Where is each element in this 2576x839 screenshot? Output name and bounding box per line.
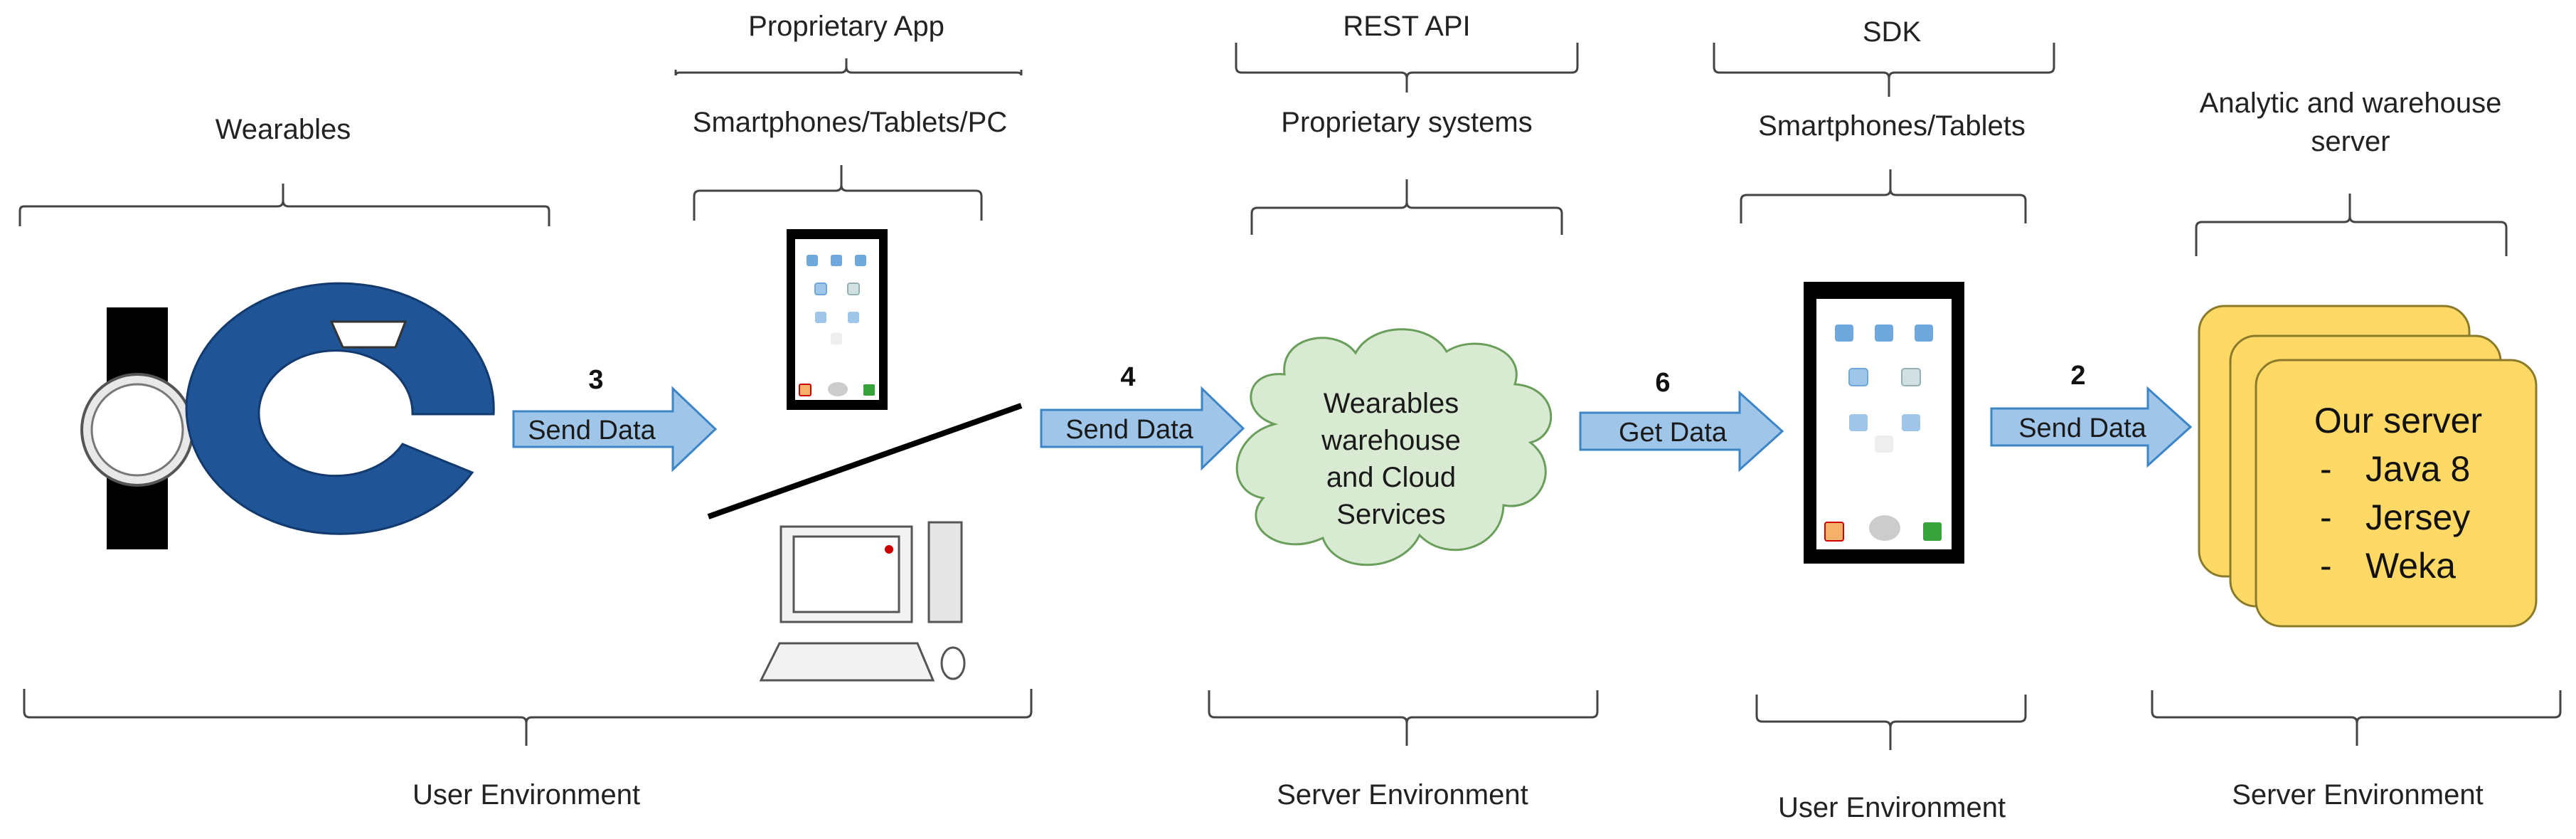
server-stack: Our server - Java 8 - Jersey - Weka xyxy=(2198,305,2538,628)
server-item-1: Java 8 xyxy=(2365,449,2470,489)
label-server-environment-2: Server Environment xyxy=(2232,779,2483,811)
brace-devices-pc xyxy=(693,165,983,221)
arrow-6-label: Get Data xyxy=(1619,418,1728,448)
label-proprietary-app: Proprietary App xyxy=(748,11,944,42)
label-devices-pc: Smartphones/Tablets/PC xyxy=(693,107,1007,138)
label-analytic-line2: server xyxy=(2311,126,2390,157)
arrow-3-number: 3 xyxy=(588,365,603,395)
server-title: Our server xyxy=(2314,401,2482,440)
server-bullet-3: - xyxy=(2320,546,2332,586)
brace-rest-api xyxy=(1235,43,1579,93)
label-wearables: Wearables xyxy=(215,114,351,145)
brace-sdk xyxy=(1713,43,2055,97)
brace-analytic xyxy=(2195,194,2508,256)
brace-proprietary-app xyxy=(674,58,1023,76)
arrow-6: Get Data 6 xyxy=(1579,368,1784,473)
brace-server-env-2 xyxy=(2151,690,2562,746)
label-user-environment-2: User Environment xyxy=(1778,792,2006,823)
cloud-line-1: Wearables xyxy=(1324,388,1459,419)
cloud-line-2: warehouse xyxy=(1321,425,1461,456)
arrow-3: Send Data 3 xyxy=(512,365,718,473)
label-sdk: SDK xyxy=(1863,16,1922,48)
cloud-line-3: and Cloud xyxy=(1326,462,1456,493)
fitness-band-icon xyxy=(185,282,495,535)
smartphone-small-icon xyxy=(787,229,888,410)
label-proprietary-systems: Proprietary systems xyxy=(1281,107,1532,138)
brace-devices-mobile xyxy=(1740,169,2027,223)
cloud-services: Wearables warehouse and Cloud Services xyxy=(1235,328,1553,566)
arrow-4-number: 4 xyxy=(1120,362,1135,392)
label-analytic-line1: Analytic and warehouse xyxy=(2200,88,2502,119)
brace-wearables xyxy=(18,184,550,226)
label-devices-mobile: Smartphones/Tablets xyxy=(1758,110,2026,142)
label-rest-api: REST API xyxy=(1343,11,1470,42)
arrow-6-number: 6 xyxy=(1655,368,1670,398)
brace-user-env-2 xyxy=(1755,695,2027,750)
cloud-line-4: Services xyxy=(1336,499,1445,530)
label-user-environment-1: User Environment xyxy=(413,779,640,811)
arrow-3-label: Send Data xyxy=(528,416,656,445)
arrow-2-number: 2 xyxy=(2070,361,2085,391)
brace-server-env-1 xyxy=(1208,690,1599,746)
brace-user-env-1 xyxy=(23,689,1033,746)
separator-line xyxy=(707,403,1023,519)
arrow-4: Send Data 4 xyxy=(1040,362,1245,471)
arrow-4-label: Send Data xyxy=(1065,415,1193,445)
brace-proprietary-systems xyxy=(1250,179,1563,235)
server-bullet-2: - xyxy=(2320,497,2332,537)
arrow-2: Send Data 2 xyxy=(1990,361,2193,468)
server-item-3: Weka xyxy=(2365,546,2456,586)
server-bullet-1: - xyxy=(2320,449,2332,489)
smartphone-large-icon xyxy=(1804,282,1964,564)
desktop-pc-icon xyxy=(759,521,966,682)
label-server-environment-1: Server Environment xyxy=(1277,779,1528,811)
server-item-2: Jersey xyxy=(2365,497,2470,537)
arrow-2-label: Send Data xyxy=(2018,413,2146,443)
